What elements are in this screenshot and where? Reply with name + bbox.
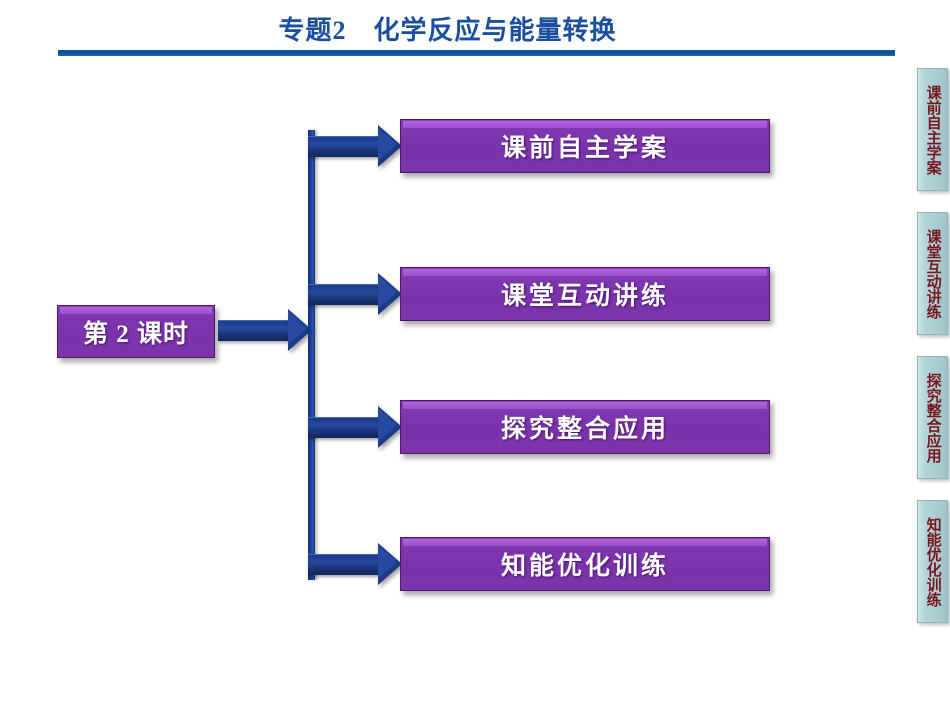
arrow-root-to-spine (218, 309, 312, 351)
node-section-4-label: 知能优化训练 (500, 553, 669, 580)
arrow-shaft (308, 554, 380, 575)
arrow-head-highlight (378, 545, 397, 579)
node-lesson-root[interactable]: 第 2 课时 (57, 305, 215, 358)
node-section-2[interactable]: 课堂互动讲练 (400, 267, 770, 321)
arrow-shaft (218, 320, 290, 341)
arrow-shaft (308, 284, 380, 305)
sidebar-tab-3[interactable]: 探究整合应用 (917, 356, 948, 479)
node-section-2-label: 课堂互动讲练 (500, 283, 669, 310)
arrow-head-highlight (378, 275, 397, 309)
sidebar-tab-4-label: 知能优化训练 (924, 516, 941, 607)
sidebar-tab-2[interactable]: 课堂互动讲练 (917, 212, 948, 335)
sidebar-tab-1-label: 课前自主学案 (924, 84, 941, 175)
node-section-1-label: 课前自主学案 (500, 135, 669, 162)
sidebar-tab-3-label: 探究整合应用 (924, 372, 941, 463)
node-lesson-root-label: 第 2 课时 (82, 320, 189, 348)
node-section-4[interactable]: 知能优化训练 (400, 537, 770, 591)
page-title: 专题2 化学反应与能量转换 (278, 16, 617, 45)
arrow-shaft (308, 136, 380, 157)
node-section-3-label: 探究整合应用 (500, 416, 669, 443)
header-divider (58, 50, 895, 56)
arrow-shaft (308, 417, 380, 438)
arrow-head-highlight (288, 311, 307, 345)
sidebar-tab-1[interactable]: 课前自主学案 (917, 68, 948, 191)
connector-spine (308, 130, 315, 580)
arrow-head-highlight (378, 127, 397, 161)
arrow-head-highlight (378, 408, 397, 442)
node-section-1[interactable]: 课前自主学案 (400, 119, 770, 173)
sidebar-tab-2-label: 课堂互动讲练 (924, 228, 941, 319)
arrow-branch-4 (308, 543, 403, 585)
arrow-branch-3 (308, 406, 403, 448)
sidebar-tab-4[interactable]: 知能优化训练 (917, 500, 948, 623)
arrow-branch-1 (308, 125, 403, 167)
arrow-branch-2 (308, 273, 403, 315)
node-section-3[interactable]: 探究整合应用 (400, 400, 770, 454)
